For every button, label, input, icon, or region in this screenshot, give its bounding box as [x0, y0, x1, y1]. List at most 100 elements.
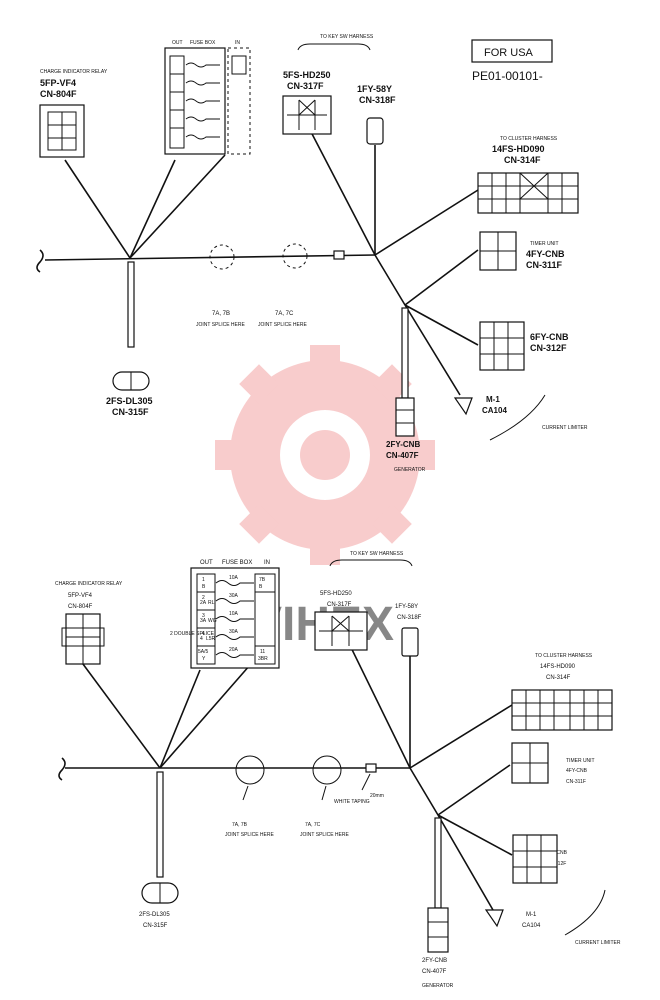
- top-relay-title: CHARGE INDICATOR RELAY: [40, 69, 108, 75]
- top-timer-part: 4FY-CNB: [526, 249, 565, 259]
- bot-taping-arrow: [361, 773, 371, 791]
- bot-hd250-code: CN-317F: [327, 602, 352, 608]
- top-wire-fy6: [404, 304, 479, 346]
- fuse-row5-left2: Y: [202, 656, 206, 662]
- bot-dl305-code: CN-315F: [143, 923, 168, 929]
- fuse-row1-right2: B: [259, 584, 263, 590]
- fuse-row2-left3: RL: [208, 600, 215, 606]
- top-trunk-end: [36, 249, 44, 273]
- bot-gen-sleeve: [434, 817, 442, 909]
- bot-relay-code: CN-804F: [68, 604, 93, 610]
- doc-number: PE01-00101-: [472, 69, 543, 83]
- top-fusebox: [164, 47, 251, 155]
- bot-taping: [365, 763, 377, 773]
- bot-wire-cluster: [409, 704, 513, 769]
- top-m1-arrow: [453, 397, 473, 416]
- bot-dl305-sleeve: [156, 771, 164, 878]
- top-fuse-title: FUSE BOX: [190, 40, 216, 46]
- bot-hd250-part: 5FS-HD250: [320, 591, 352, 597]
- top-key-bracket: [297, 43, 371, 51]
- bot-gen-connector: [427, 907, 449, 953]
- bot-fy58-code: CN-318F: [397, 615, 422, 621]
- bot-fusebox: [190, 567, 280, 669]
- bot-fuse-out: OUT: [200, 560, 213, 566]
- bot-splice2-id: 7A, 7C: [305, 822, 321, 828]
- fuse-row3-left3: WG: [208, 618, 217, 624]
- top-dl305-part: 2FS-DL305: [106, 396, 153, 406]
- bot-m1-arrow: [484, 909, 504, 928]
- top-fy58-part: 1FY-58Y: [357, 84, 392, 94]
- fuse-row4-amp: 30A: [229, 629, 239, 635]
- bot-gen-label: GENERATOR: [422, 983, 454, 989]
- fuse-row3-amp: 10A: [229, 611, 239, 617]
- bot-gen-code: CN-407F: [422, 969, 447, 975]
- top-timer-title: TIMER UNIT: [530, 241, 559, 247]
- top-taping: [333, 250, 345, 260]
- bot-relay-part: 5FP-VF4: [68, 593, 93, 599]
- top-relay-code: CN-804F: [40, 89, 77, 99]
- top-fy6-connector: [479, 321, 525, 371]
- fuse-row4-left: 4: [202, 631, 205, 637]
- bot-timer-code: CN-311F: [566, 779, 586, 785]
- fuse-row2-left: 2: [202, 595, 205, 601]
- bot-gen-part: 2FY-CNB: [422, 958, 447, 964]
- bot-double-splice: 2 DOUBLE SPLICE: [170, 631, 215, 637]
- top-hd250-part: 5FS-HD250: [283, 70, 331, 80]
- top-dl305-code: CN-315F: [112, 407, 149, 417]
- bot-m1-label: M-1: [526, 912, 537, 918]
- fuse-row5-right2: 3BR: [258, 656, 268, 662]
- top-m1-code: CA104: [482, 406, 507, 415]
- top-relay-part: 5FP-VF4: [40, 78, 76, 88]
- fuse-row5-amp: 20A: [229, 647, 239, 653]
- bot-trunk-end: [58, 757, 66, 781]
- bot-cluster-connector: [511, 689, 613, 731]
- fuse-row2-amp: 30A: [229, 593, 239, 599]
- bot-fuse-title: FUSE BOX: [222, 560, 252, 566]
- top-gen-label: GENERATOR: [394, 467, 426, 473]
- top-timer-connector: [479, 231, 517, 271]
- top-wire-m1: [404, 304, 461, 396]
- bot-fy58-part: 1FY-58Y: [395, 604, 418, 610]
- bot-splice1-arrow: [242, 785, 249, 801]
- fuse-row1-left: 1: [202, 577, 205, 583]
- fuse-row3-left: 3: [202, 613, 205, 619]
- bot-wire-m1: [437, 814, 494, 911]
- bot-splice2-note: JOINT SPLICE HERE: [300, 832, 349, 838]
- top-wire-hd250: [309, 129, 376, 256]
- top-fuse-out: OUT: [172, 40, 183, 46]
- bot-relay-connector: [61, 613, 105, 665]
- top-wire-fuse-a: [129, 159, 176, 259]
- bot-wire-relay: [79, 659, 161, 769]
- bot-taping-dim: 20mm: [370, 793, 384, 799]
- fuse-row1-left2: B: [202, 584, 206, 590]
- top-splice-1: [209, 244, 235, 270]
- bot-wire-down: [409, 767, 439, 816]
- top-hd250-code: CN-317F: [287, 81, 324, 91]
- badge-label: FOR USA: [484, 47, 534, 59]
- bot-wire-timer: [437, 764, 511, 816]
- fuse-row2-left2: 2A: [200, 600, 207, 606]
- top-wire-relay: [64, 159, 131, 259]
- top-gen-connector: [395, 397, 415, 437]
- top-splice1-note: JOINT SPLICE HERE: [196, 322, 245, 328]
- top-splice1-id: 7A, 7B: [212, 311, 230, 317]
- fuse-row1-right: 7B: [259, 577, 266, 583]
- bot-dl305-part: 2FS-DL305: [139, 912, 170, 918]
- bot-key-title: TO KEY SW HARNESS: [350, 551, 404, 557]
- fuse-row5-left: 5A/5: [198, 649, 209, 655]
- bot-splice-2: [312, 755, 342, 785]
- bot-splice1-note: JOINT SPLICE HERE: [225, 832, 274, 838]
- bot-hd250-connector: [314, 611, 368, 651]
- top-cluster-connector: [477, 172, 579, 214]
- bot-fuse-rows: 1 B 10A 7B B 2 2A RL 30A 3 3A WG 10A 4 4…: [198, 575, 268, 662]
- bot-splice-1: [235, 755, 265, 785]
- top-fy58-connector: [366, 117, 384, 145]
- bot-wire-fuse-a: [159, 669, 201, 769]
- top-cluster-title: TO CLUSTER HARNESS: [500, 136, 558, 142]
- fuse-row1-amp: 10A: [229, 575, 239, 581]
- bot-relay-title: CHARGE INDICATOR RELAY: [55, 581, 123, 587]
- bot-timer-connector: [511, 742, 549, 784]
- bot-limiter-bracket: [564, 889, 606, 936]
- bot-key-bracket: [329, 559, 413, 567]
